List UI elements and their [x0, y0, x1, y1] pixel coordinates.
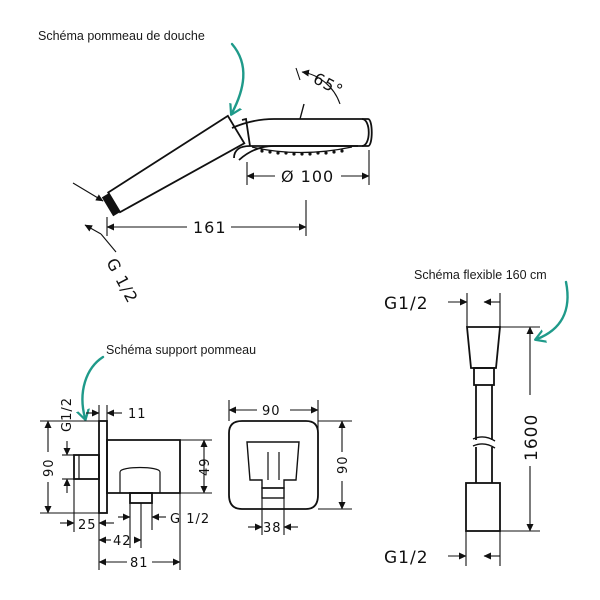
support-front-dimension-lines: [228, 400, 352, 535]
support-offset-label: 11: [128, 407, 147, 422]
pointer-arrow-support: [82, 355, 105, 418]
support-inner-height-label: 49: [198, 457, 213, 476]
support-side-dimension-lines: [40, 405, 212, 570]
shower-head-dimension-lines: [72, 67, 370, 253]
caption-shower-head: Schéma pommeau de douche: [38, 29, 205, 43]
support-base-label: 25: [78, 518, 97, 533]
support-depth-label: 81: [130, 556, 149, 571]
shower-head-thread-label: G 1/2: [102, 255, 141, 307]
shower-head-length-label: 161: [193, 218, 227, 237]
support-outlet-thread-label: G 1/2: [170, 512, 210, 527]
hose-dimension-lines: [448, 293, 540, 566]
hose-drawing: [465, 326, 501, 532]
hose-length-label: 1600: [522, 414, 542, 461]
spray-nozzles: [260, 149, 344, 156]
support-thread-vertical-label: G1/2: [60, 397, 75, 432]
pointer-arrow-shower-head: [232, 42, 245, 113]
support-height-outer-label: 90: [42, 458, 57, 477]
caption-support: Schéma support pommeau: [106, 343, 257, 357]
shower-head-drawing: [101, 103, 373, 217]
hose-thread-top-label: G1/2: [384, 294, 429, 314]
shower-head-diameter-label: Ø 100: [281, 167, 334, 186]
caption-flex-hose: Schéma flexible 160 cm: [414, 268, 547, 282]
support-front-view: [228, 420, 319, 510]
support-outlet-label: 42: [113, 534, 132, 549]
support-front-height-label: 90: [336, 455, 351, 474]
support-slot-width-label: 38: [263, 521, 282, 536]
support-front-width-label: 90: [262, 404, 281, 419]
pointer-arrow-flex-hose: [537, 280, 569, 339]
support-side-view: [73, 420, 181, 514]
shower-head-angle-label: 65°: [310, 69, 347, 100]
hose-thread-bottom-label: G1/2: [384, 548, 429, 568]
